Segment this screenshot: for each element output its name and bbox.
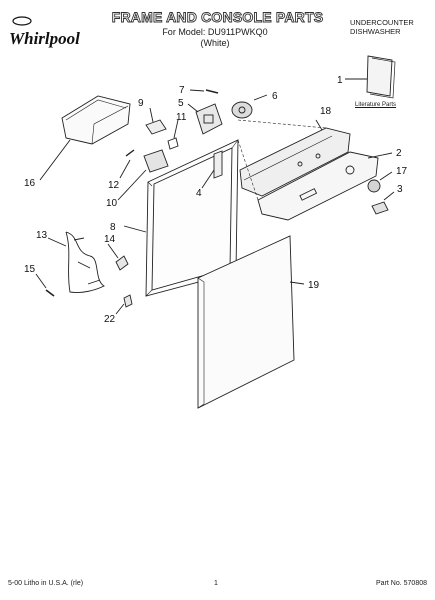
latch-knob-part	[231, 94, 268, 119]
type-line-1: UNDERCOUNTER	[350, 18, 414, 27]
callout-2: 2	[396, 148, 402, 159]
callout-16: 16	[24, 178, 36, 189]
clip-part-22	[115, 294, 133, 315]
control-knob-part	[367, 171, 393, 193]
callout-10: 10	[106, 198, 118, 209]
callout-11: 11	[176, 112, 187, 123]
button-part-3	[371, 191, 395, 215]
callout-4: 4	[196, 188, 202, 199]
callout-17: 17	[396, 166, 408, 177]
wire-harness-part	[47, 231, 105, 293]
latch-bracket-part	[145, 107, 167, 135]
callout-5: 5	[178, 98, 184, 109]
brand-wordmark: Whirlpool	[9, 29, 80, 48]
callout-7: 7	[179, 85, 185, 96]
callout-19: 19	[308, 280, 320, 291]
connector-part-14	[107, 243, 129, 271]
callout-3: 3	[397, 184, 403, 195]
outer-door-panel-part	[197, 235, 305, 409]
print-code: 5-00 Litho in U.S.A. (rle)	[8, 580, 84, 587]
callout-8: 8	[110, 222, 116, 233]
callout-22: 22	[104, 314, 116, 325]
callout-18: 18	[320, 106, 332, 117]
console-front-part	[257, 151, 393, 221]
callout-9: 9	[138, 98, 144, 109]
callout-1: 1	[337, 75, 343, 86]
page-title: FRAME AND CONSOLE PARTS	[111, 9, 324, 26]
callout-12: 12	[108, 180, 120, 191]
clip-part-11	[167, 119, 179, 150]
screw-part-12	[119, 149, 135, 179]
screw-part-15	[35, 273, 55, 297]
console-panel-part	[239, 119, 351, 197]
type-line-2: DISHWASHER	[350, 27, 401, 36]
whirlpool-logo: Whirlpool	[9, 16, 80, 48]
dishwasher-type: UNDERCOUNTER DISHWASHER	[350, 18, 430, 36]
logo-swirl-icon	[12, 16, 32, 26]
callout-14: 14	[104, 234, 116, 245]
part-number: Part No. 570808	[376, 580, 427, 587]
model-line: For Model: DU911PWKQ0	[162, 27, 268, 37]
latch-assembly-part	[187, 103, 223, 135]
page-number: 1	[214, 580, 218, 587]
screw-part-7	[189, 89, 219, 94]
insulation-duct-part	[39, 95, 131, 181]
color-line: (White)	[200, 38, 230, 48]
door-switch-part	[117, 149, 169, 201]
callout-6: 6	[272, 91, 278, 102]
hinge-part-4	[201, 150, 223, 189]
callout-13: 13	[36, 230, 48, 241]
literature-booklet-part	[345, 55, 396, 99]
callout-15: 15	[24, 264, 36, 275]
literature-parts-label: Literature Parts	[355, 102, 397, 108]
